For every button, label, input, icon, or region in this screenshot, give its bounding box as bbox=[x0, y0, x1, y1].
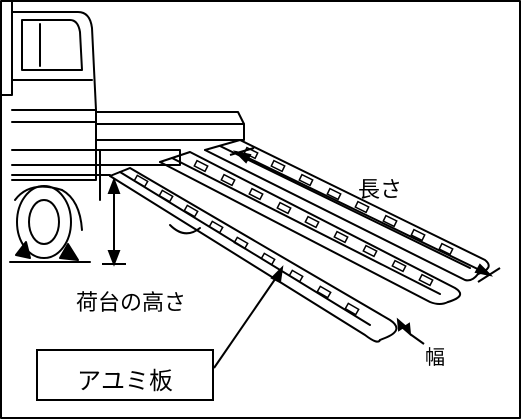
truck-cab bbox=[11, 11, 97, 181]
height-dimension bbox=[102, 177, 126, 267]
rungs-right bbox=[243, 146, 454, 256]
corner-box bbox=[0, 0, 13, 96]
wheel-chock-right bbox=[59, 243, 79, 261]
ramp-rungs bbox=[133, 146, 454, 316]
length-dimension bbox=[229, 147, 501, 283]
rungs-left bbox=[133, 174, 360, 316]
callout-leader bbox=[213, 265, 284, 369]
truck-bed bbox=[11, 111, 245, 201]
length-label: 長さ bbox=[358, 178, 403, 203]
bed-height-label: 荷台の高さ bbox=[76, 291, 187, 316]
wheel bbox=[14, 185, 201, 259]
rungs-middle bbox=[193, 159, 434, 287]
ramp-callout-label: アユミ板 bbox=[77, 367, 173, 395]
ramp-callout-box: アユミ板 bbox=[36, 349, 214, 401]
width-label: 幅 bbox=[425, 345, 445, 369]
ramp-middle bbox=[159, 151, 462, 305]
width-dimension bbox=[396, 317, 425, 345]
wheel-chock-left bbox=[15, 241, 31, 259]
